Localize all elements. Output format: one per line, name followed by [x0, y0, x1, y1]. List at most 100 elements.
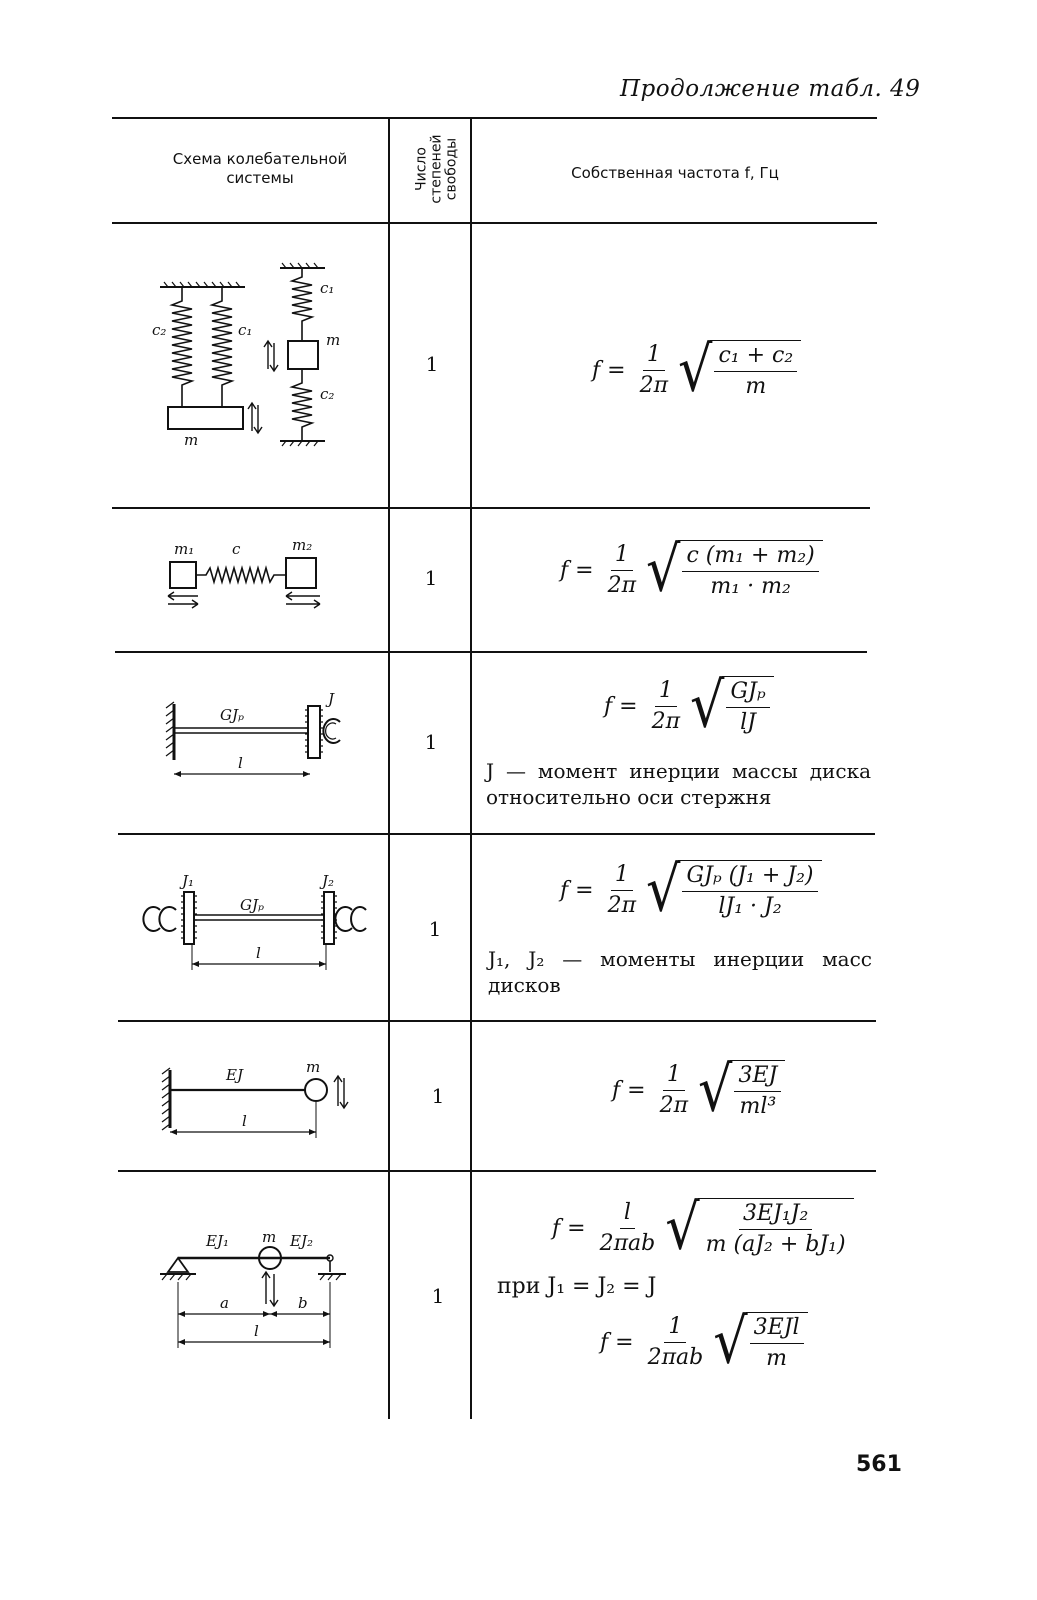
row1-formula-lhs: f = [592, 357, 626, 383]
label-c1-series: c₁ [320, 279, 334, 297]
row3-note: J — момент инерции массы диска относител… [486, 759, 871, 809]
row6-sqrt-icon: √ [665, 1191, 700, 1264]
label-m2: m₂ [292, 536, 312, 554]
header-dof-line3: свободы [443, 137, 460, 201]
row2-rad-den: m₁ · m₂ [710, 574, 791, 599]
diagram-two-springs: c₂ c₁ m c₁ m c₂ [152, 262, 340, 449]
row2-coef-den: 2π [607, 572, 637, 598]
row6-f2-coef-num: 1 [664, 1314, 687, 1343]
row3-sqrt-icon: √ [690, 669, 725, 742]
row4-rad-den: lJ₁ · J₂ [718, 894, 782, 919]
label-c1: c₁ [238, 321, 252, 339]
row-separator-3 [118, 833, 875, 835]
diagram-two-masses: m₁ c m₂ [167, 536, 321, 609]
row5-dof: 1 [431, 1084, 445, 1108]
row1-sqrt-icon: √ [678, 333, 713, 406]
label-m-series: m [326, 331, 340, 349]
row1-coef-den: 2π [639, 372, 669, 398]
row1-dof: 1 [425, 352, 439, 376]
row6-formula-lhs: f = [552, 1215, 586, 1241]
header-frequency: Собственная частота f, Гц [571, 164, 779, 182]
row6-f2-sqrt-icon: √ [713, 1305, 748, 1378]
row-separator-4 [118, 1020, 876, 1022]
row6-f2-rad-num: 3EJl [749, 1315, 804, 1344]
label-j1: J₁ [179, 872, 194, 890]
row1-rad-den: m [745, 374, 767, 399]
row5-formula-lhs: f = [612, 1077, 646, 1103]
row6-coef-num: l [619, 1200, 635, 1229]
diagram-shaft-disk: GJₚ J l [165, 690, 341, 777]
row4-note: J₁, J₂ — моменты инерции масс дисков [488, 947, 872, 997]
header-bottom-rule [112, 222, 877, 224]
table-caption: Продолжение табл. 49 [620, 76, 921, 102]
row2-rad-num: c (m₁ + m₂) [682, 543, 819, 572]
row4-sqrt-icon: √ [646, 853, 681, 926]
row6-dof: 1 [431, 1284, 445, 1308]
row5-coef-num: 1 [662, 1062, 685, 1091]
row-separator-5 [118, 1170, 876, 1172]
label-m1: m₁ [174, 540, 194, 558]
label-ej2: EJ₂ [289, 1232, 313, 1250]
row2-formula-lhs: f = [560, 557, 594, 583]
header-scheme: Схема колебательной системы [172, 150, 348, 187]
label-m-beam: m [262, 1228, 276, 1246]
row3-rad-num: GJₚ [726, 679, 770, 708]
row4-dof: 1 [428, 917, 442, 941]
row5-sqrt-icon: √ [698, 1053, 733, 1126]
row6-rad-den: m (aJ₂ + bJ₁) [705, 1232, 846, 1257]
column-divider-right [470, 117, 472, 1419]
row4-formula-lhs: f = [560, 877, 594, 903]
label-a: a [220, 1294, 229, 1312]
row4-coef-den: 2π [607, 892, 637, 918]
row4-coef-num: 1 [610, 862, 633, 891]
page-number: 561 [856, 1452, 902, 1477]
label-c2-series: c₂ [320, 385, 334, 403]
table-top-rule [112, 117, 877, 119]
label-j: J [325, 690, 335, 708]
row3-formula-lhs: f = [604, 693, 638, 719]
row2-dof: 1 [424, 566, 438, 590]
row6-f2-rad-den: m [766, 1346, 788, 1371]
header-dof: Число степеней свободы [408, 117, 466, 221]
row3-dof: 1 [424, 730, 438, 754]
row-separator-1 [112, 507, 870, 509]
row6-rad-num: 3EJ₁J₂ [738, 1201, 813, 1230]
column-divider-left [388, 117, 390, 1419]
row3-rad-den: lJ [740, 710, 756, 735]
label-m-cant: m [306, 1058, 320, 1076]
label-gjp: GJₚ [220, 706, 244, 724]
label-gjp-2: GJₚ [240, 896, 264, 914]
diagram-shaft-two-disks: J₁ GJₚ J₂ l [142, 872, 367, 970]
diagram-cantilever-mass: EJ m l [161, 1058, 349, 1138]
row1-rad-num: c₁ + c₂ [714, 343, 798, 372]
label-b: b [298, 1294, 308, 1312]
row5-rad-den: ml³ [739, 1094, 777, 1119]
row1-coef-num: 1 [642, 342, 665, 371]
row-separator-2 [115, 651, 867, 653]
row5-rad-num: 3EJ [734, 1063, 782, 1092]
row3-coef-den: 2π [651, 708, 681, 734]
row3-coef-num: 1 [654, 678, 677, 707]
row2-coef-num: 1 [610, 542, 633, 571]
label-l-2: l [256, 944, 261, 962]
row6-condition: при J₁ = J₂ = J [497, 1274, 657, 1299]
row4-rad-num: GJₚ (J₁ + J₂) [682, 863, 818, 892]
row2-sqrt-icon: √ [646, 533, 681, 606]
diagram-simply-supported-beam: EJ₁ m EJ₂ a b l [160, 1228, 346, 1348]
row6-f2-coef-den: 2πab [647, 1344, 704, 1370]
row6-formula2-lhs: f = [600, 1329, 634, 1355]
label-m: m [184, 431, 198, 449]
label-j2: J₂ [319, 872, 334, 890]
label-c: c [232, 540, 241, 558]
label-ej: EJ [225, 1066, 244, 1084]
label-l-4: l [254, 1322, 259, 1340]
label-c2: c₂ [152, 321, 166, 339]
row6-coef-den: 2πab [599, 1230, 656, 1256]
